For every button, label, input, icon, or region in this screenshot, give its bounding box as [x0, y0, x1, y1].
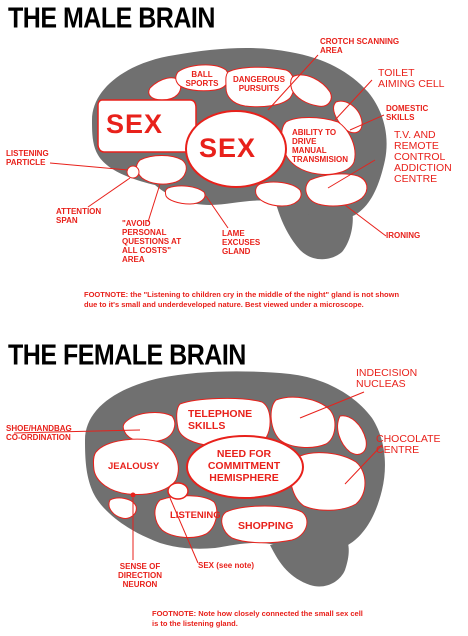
female-chocolate-label: CHOCOLATE CENTRE [376, 433, 441, 456]
female-brain-title: THE FEMALE BRAIN [8, 339, 246, 372]
male-region-top-left [148, 77, 182, 101]
male-ability-to-drive-label: ABILITY TO DRIVE MANUAL TRANSMISION [292, 128, 348, 164]
male-tv-remote-label: T.V. AND REMOTE CONTROL ADDICTION CENTRE [394, 129, 452, 185]
female-region-jealousy [92, 438, 179, 495]
female-region-listening-area [154, 495, 218, 538]
male-avoid-personal-label: "AVOID PERSONAL QUESTIONS AT ALL COSTS" … [122, 219, 182, 264]
male-region-ball-sports [175, 64, 230, 92]
female-telephone-label: TELEPHONE SKILLS [188, 408, 253, 432]
male-dangerous-pursuits-label: DANGEROUS PURSUITS [232, 75, 285, 93]
male-attention-span-label: ATTENTION SPAN [56, 207, 102, 225]
female-region-need-for-commitment [186, 435, 304, 499]
male-listening-particle-label: LISTENING PARTICLE [6, 149, 49, 167]
male-ironing-label: IRONING [386, 231, 421, 240]
male-footnote: FOOTNOTE: the "Listening to children cry… [84, 290, 400, 309]
male-region-tv [305, 173, 368, 207]
male-region-lower-left [135, 155, 187, 185]
female-region-right-small [337, 415, 367, 455]
male-brain [49, 48, 387, 260]
male-domestic-skills-label: DOMESTIC SKILLS [386, 104, 429, 122]
female-sex-cell [130, 492, 136, 498]
male-lame-excuses-label: LAME EXCUSES GLAND [222, 229, 261, 256]
female-listening-label: LISTENING [170, 510, 221, 521]
male-listening-particle [126, 165, 140, 179]
male-toilet-aiming-label: TOILET AIMING CELL [378, 67, 445, 90]
female-region-top-left [122, 412, 176, 443]
female-footnote: FOOTNOTE: Note how closely connected the… [152, 609, 363, 628]
female-sense-of-direction-label: SENSE OF DIRECTION NEURON [118, 562, 162, 589]
male-sex-label: SEX [106, 109, 164, 139]
male-region-lower-right [255, 181, 302, 207]
male-region-right-small [333, 100, 363, 134]
female-brain [13, 371, 385, 587]
male-region-dangerous-pursuits [225, 66, 295, 108]
male-region-lower-mid [164, 185, 206, 205]
male-crotch-scanning-label: CROTCH SCANNING AREA [320, 37, 400, 55]
male-region-sex-center [185, 110, 287, 188]
female-shoe-handbag-label: SHOE/HANDBAG CO-ORDINATION [6, 424, 72, 442]
female-sex-see-note-label: SEX (see note) [198, 561, 255, 570]
female-shopping-label: SHOPPING [238, 520, 294, 532]
male-ball-sports-label: BALL SPORTS [185, 70, 219, 88]
male-sex-center-label: SEX [199, 133, 257, 163]
male-brain-title: THE MALE BRAIN [8, 2, 215, 35]
female-listening-gland [167, 482, 189, 500]
female-indecision-label: INDECISION NUCLEAS [356, 367, 418, 390]
female-region-shopping [221, 505, 308, 544]
female-need-for-commitment-label: NEED FOR COMMITMENT HEMISPHERE [207, 448, 281, 484]
female-jealousy-label: JEALOUSY [108, 461, 160, 472]
